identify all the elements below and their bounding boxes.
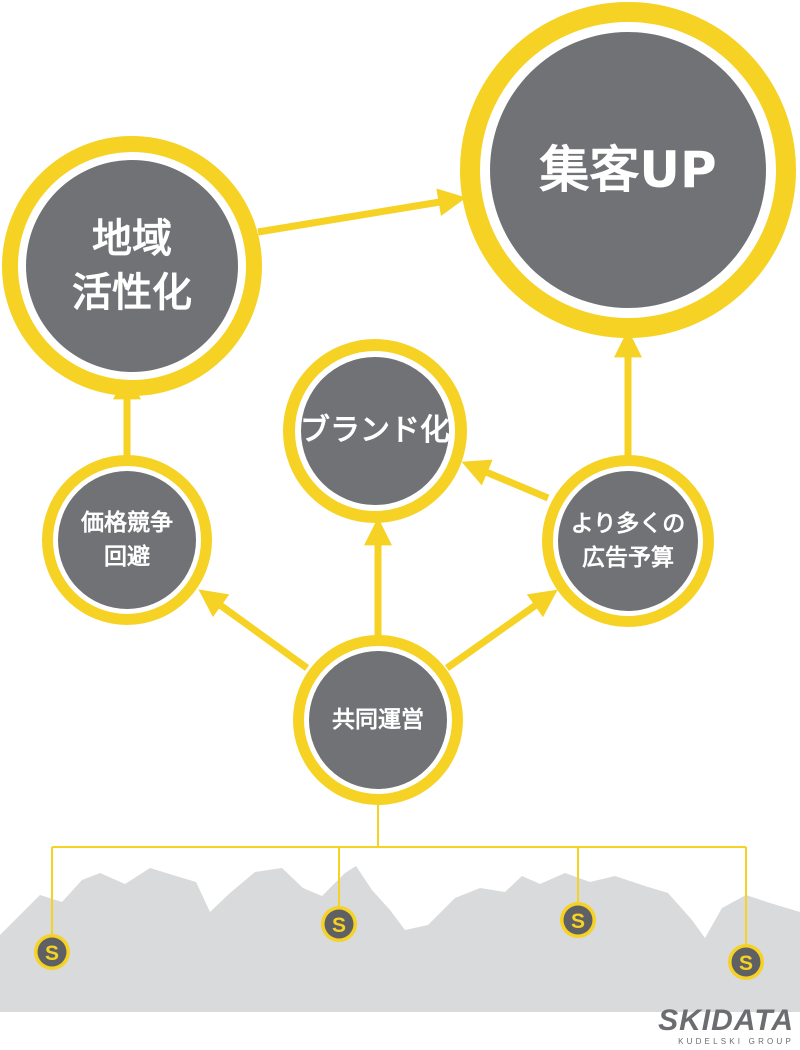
node-label: ブランド化 (300, 412, 450, 448)
node-label: 地域 (92, 216, 172, 262)
node-koukoku-yosan: より多くの 広告予算 (542, 455, 714, 627)
node-label: 活性化 (72, 270, 192, 316)
resort-badge: S (560, 902, 596, 938)
node-kakaku-kyousou-kaihi: 価格競争 回避 (42, 455, 212, 625)
resort-badge: S (34, 934, 70, 970)
node-label: より多くの (570, 510, 686, 537)
skidata-s-icon: S (45, 942, 59, 965)
node-koukoku-yosan-circle: より多くの 広告予算 (558, 471, 698, 611)
badge-core (37, 937, 67, 967)
arrow-layer (113, 188, 642, 671)
node-kyoudou-unei: 共同運営 (293, 635, 463, 805)
node-label: 回避 (104, 544, 150, 570)
node-kyoudou-unei-circle: 共同運営 (309, 651, 447, 789)
resort-badge: S (321, 906, 357, 942)
skidata-s-icon: S (571, 910, 585, 933)
arrow-kyoudou-to-koukoku (444, 589, 558, 671)
logo-group-text: KUDELSKI GROUP (678, 1037, 794, 1046)
arrow-kyoudou-to-kakaku (198, 589, 310, 671)
node-label: 共同運営 (332, 706, 424, 733)
node-label: 集客UP (539, 140, 717, 199)
badge-core (563, 905, 593, 935)
arrow-koukoku-to-brand (461, 459, 550, 502)
node-brand-ka-circle: ブランド化 (300, 357, 450, 505)
mountain-silhouette (0, 866, 800, 1012)
node-shuukyaku-up-circle: 集客UP (490, 32, 766, 308)
tree-lines (51, 805, 747, 946)
skidata-s-icon: S (739, 952, 753, 975)
badge-core (731, 947, 761, 977)
skidata-s-icon: S (332, 914, 346, 937)
node-label: 価格競争 (81, 509, 173, 536)
resort-badge: S (728, 944, 764, 980)
node-chiiki-kasseika: 地域 活性化 (2, 136, 262, 396)
badge-core (324, 909, 354, 939)
node-brand-ka: ブランド化 (283, 339, 467, 523)
node-chiiki-kasseika-circle: 地域 活性化 (26, 160, 238, 372)
node-shuukyaku-up: 集客UP (460, 2, 796, 338)
skidata-logo: SKIDATA KUDELSKI GROUP (658, 1006, 794, 1047)
node-kakaku-kyousou-kaihi-circle: 価格競争 回避 (58, 471, 196, 609)
arrow-chiiki-to-shuukyaku (257, 188, 467, 236)
node-label: 広告予算 (582, 545, 674, 571)
logo-brand-text: SKIDATA (658, 1004, 794, 1037)
